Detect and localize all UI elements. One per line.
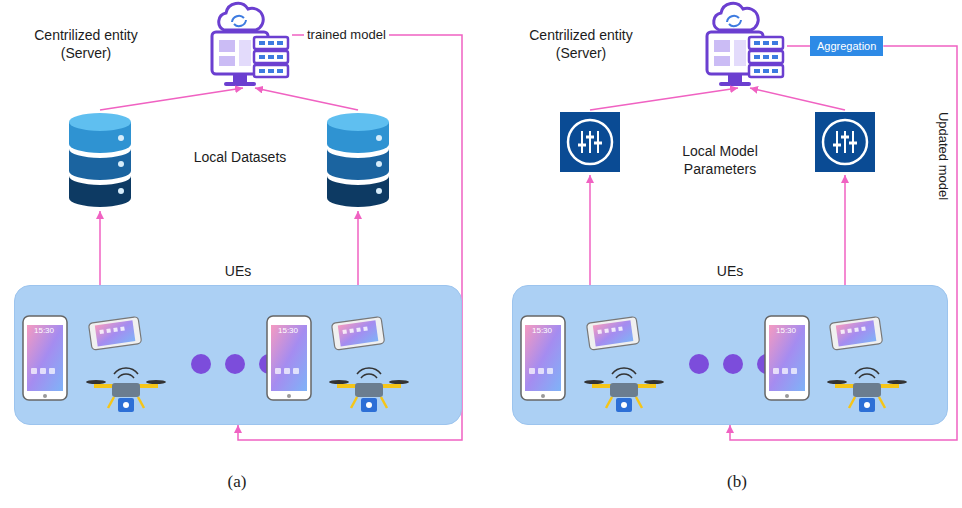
ue-group: UEs (512, 285, 948, 425)
server-node: Centrilized entity (Server) (20, 2, 292, 92)
section-label: Local Datasets (175, 149, 305, 167)
node-heading: Centrilized entity (Server) (20, 26, 152, 62)
group-heading: UEs (513, 262, 947, 280)
upload-line (100, 88, 845, 285)
device-group (23, 316, 409, 412)
ue-group: UEs (14, 285, 462, 425)
server-node: Centrilized entity (Server) (515, 2, 787, 92)
database-icon (69, 113, 389, 207)
panel-label: (b) (727, 471, 747, 492)
panel-label: (a) (228, 471, 247, 492)
connector (787, 45, 810, 47)
device-illustration (15, 286, 463, 426)
clock-text: 15:30 (776, 326, 796, 336)
group-heading: UEs (15, 262, 461, 280)
clock-text: 15:30 (34, 326, 54, 336)
device-group (521, 316, 907, 412)
edge-label: trained model (304, 27, 389, 43)
clock-text: 15:30 (278, 326, 298, 336)
clock-text: 15:30 (532, 326, 552, 336)
box-text: Aggregation (817, 39, 876, 53)
node-heading: Centrilized entity (Server) (515, 26, 647, 62)
server-icon (212, 3, 783, 86)
aggregation-box: Aggregation (810, 36, 883, 56)
section-label: Local Model Parameters (665, 143, 775, 178)
device-illustration (513, 286, 949, 426)
edge-label: Updated model (935, 109, 951, 203)
